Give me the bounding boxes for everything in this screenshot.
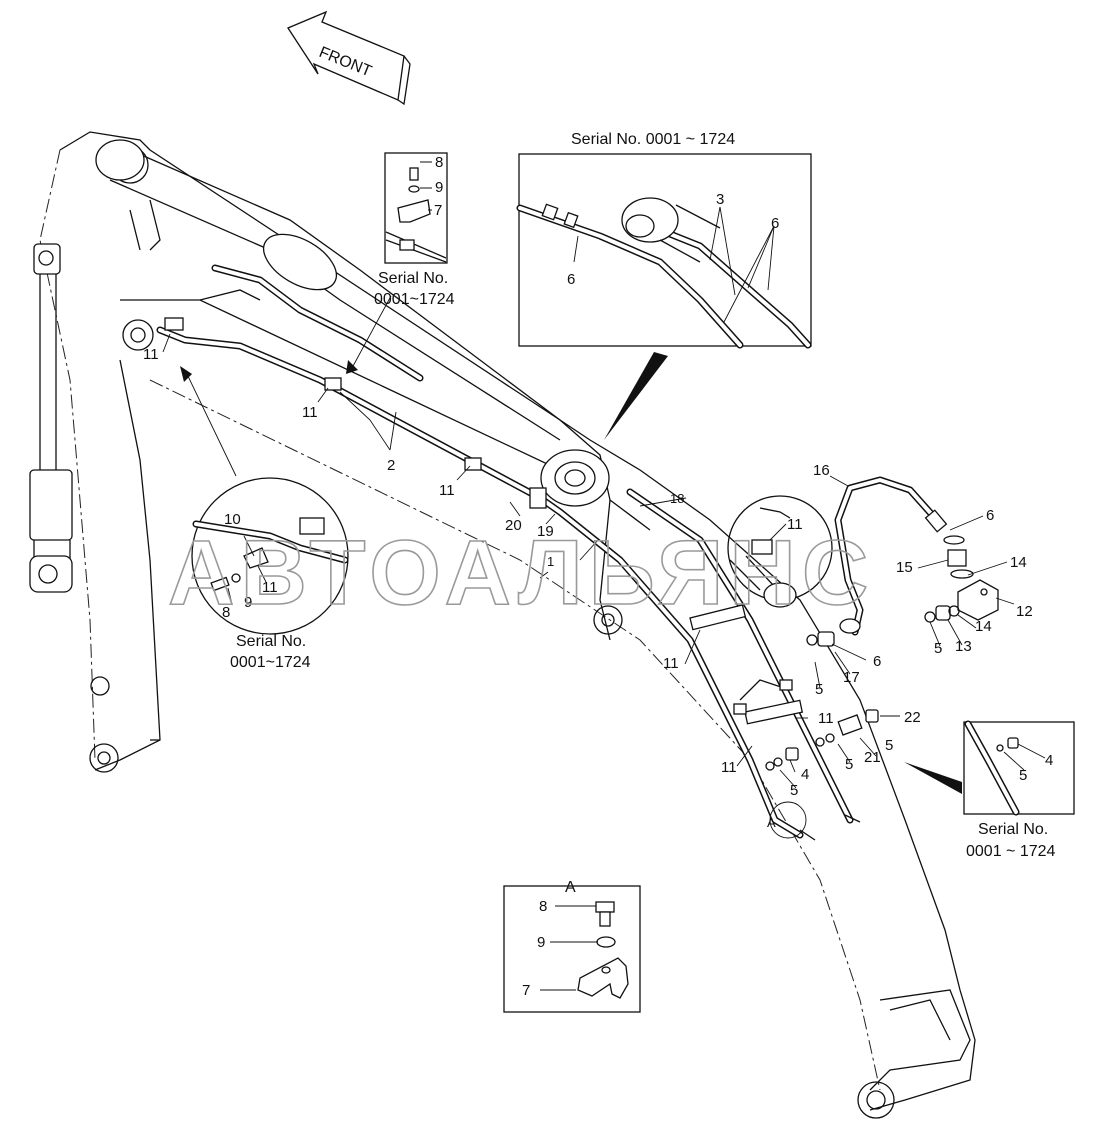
label-20: 20 [505, 517, 522, 534]
serial-right-2: 0001 ~ 1724 [966, 843, 1056, 860]
detail-circle-left [191, 477, 349, 635]
front-arrow-label: FRONT [317, 44, 375, 80]
label-11e: 11 [663, 655, 679, 672]
serial-left-1: Serial No. [236, 633, 306, 650]
label-11g: 11 [721, 759, 737, 776]
label-2: 2 [387, 457, 395, 474]
boom-pin-boss [540, 449, 610, 507]
label-9-small: 9 [435, 179, 443, 196]
label-17: 17 [843, 669, 860, 686]
label-14b: 14 [975, 618, 992, 635]
detail-a-label-9: 9 [537, 934, 545, 951]
label-9-left: 9 [244, 594, 252, 611]
detail-box-a [503, 885, 641, 1013]
callout-a: A [767, 815, 776, 830]
label-12: 12 [1016, 603, 1033, 620]
label-5c: 5 [885, 737, 893, 754]
detail-box-top-right [516, 153, 812, 440]
label-3: 3 [716, 191, 724, 208]
label-21: 21 [864, 749, 881, 766]
label-5a: 5 [934, 640, 942, 657]
label-5e: 5 [790, 782, 798, 799]
label-11-right-circle: 11 [787, 516, 803, 533]
serial-right-1: Serial No. [978, 821, 1048, 838]
hose-and-fittings [733, 476, 999, 841]
label-19: 19 [537, 523, 554, 540]
detail-a-label-8: 8 [539, 898, 547, 915]
detail-box-bottom-right [904, 720, 1075, 816]
label-22: 22 [904, 709, 921, 726]
arm-cylinder [29, 243, 73, 593]
serial-left-2: 0001~1724 [230, 654, 311, 671]
detail-circle-right [727, 495, 833, 608]
label-11a: 11 [143, 346, 159, 363]
label-16: 16 [813, 462, 830, 479]
label-11b: 11 [302, 404, 318, 421]
label-8-left: 8 [222, 604, 230, 621]
hydraulic-pipes [156, 264, 854, 839]
label-6a: 6 [986, 507, 994, 524]
label-8-small: 8 [435, 154, 443, 171]
label-6-top: 6 [771, 215, 779, 232]
label-5b: 5 [815, 681, 823, 698]
serial-small-top-2: 0001~1724 [374, 291, 455, 308]
watermark-text: АВТОАЛЬЯНС [168, 522, 874, 624]
label-7-small: 7 [434, 202, 442, 219]
label-11f: 11 [818, 710, 834, 727]
label-14a: 14 [1010, 554, 1027, 571]
label-18: 18 [670, 491, 684, 506]
label-11c: 11 [439, 482, 455, 499]
label-10: 10 [224, 511, 241, 528]
label-6b: 6 [873, 653, 881, 670]
label-13: 13 [955, 638, 972, 655]
label-15: 15 [896, 559, 913, 576]
label-5-detail: 5 [1019, 767, 1027, 784]
serial-small-top-1: Serial No. [378, 270, 448, 287]
detail-a-title: A [565, 879, 576, 896]
detail-a-label-7: 7 [522, 982, 530, 999]
label-11-left: 11 [262, 579, 278, 596]
text-labels: Serial No. 0001 ~ 1724 3 6 6 8 9 7 Seria… [143, 131, 1056, 999]
detail-box-small-top [384, 152, 448, 264]
front-arrow: FRONT [287, 10, 411, 106]
label-5d: 5 [845, 756, 853, 773]
label-1: 1 [547, 554, 554, 569]
boom-cylinder [95, 139, 561, 441]
label-4-detail: 4 [1045, 752, 1053, 769]
serial-top-right: Serial No. 0001 ~ 1724 [571, 131, 735, 148]
label-6-left: 6 [567, 271, 575, 288]
label-4: 4 [801, 766, 809, 783]
leader-lines [162, 295, 1015, 789]
